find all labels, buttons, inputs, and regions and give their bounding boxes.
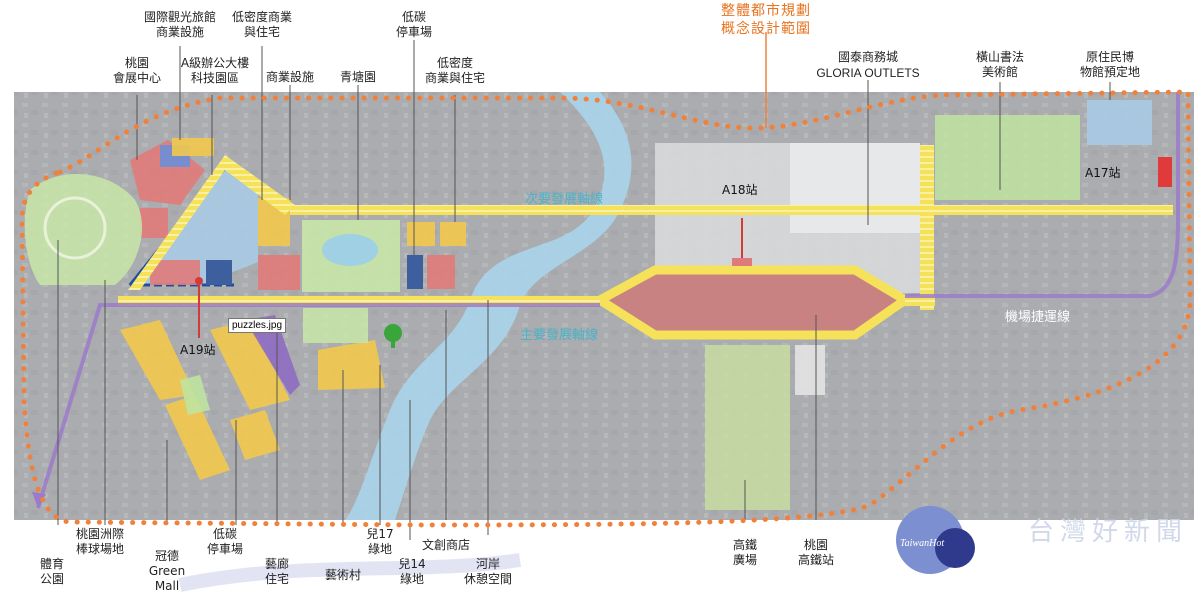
label-low-density-top: 低密度商業 與住宅 — [231, 10, 293, 39]
planning-title: 整體都市規劃 概念設計範圍 — [721, 3, 811, 37]
a19-zone — [150, 260, 200, 285]
label-a18: A18站 — [722, 183, 758, 197]
hsr-station-zone — [591, 265, 914, 340]
art-gallery-block-2 — [230, 410, 280, 460]
label-gloria-cn: 國泰商務城 — [837, 50, 899, 64]
label-primary-axis: 主要發展軸線 — [520, 328, 599, 343]
label-creative-shop: 文創商店 — [421, 538, 471, 552]
label-parking-bottom: 低碳 停車場 — [206, 527, 244, 556]
baseball-field — [43, 196, 107, 260]
parking-bottom-block — [245, 315, 300, 395]
pond — [322, 234, 378, 266]
label-hsr-plaza: 高鐵 廣場 — [732, 538, 758, 567]
hsr-plaza-annex — [795, 345, 825, 395]
label-riverside: 河岸 休憩空間 — [463, 557, 513, 586]
label-hsr-station: 桃園 高鐵站 — [797, 538, 835, 567]
mrt-line-east — [905, 92, 1180, 298]
label-gloria-en: GLORIA OUTLETS — [816, 66, 920, 80]
tree-trunk — [391, 338, 395, 348]
intl-hotel-commercial — [172, 138, 214, 156]
label-intl-hotel: 國際觀光旅館 商業設施 — [143, 10, 217, 39]
label-stadium-park: 體育 公園 — [39, 557, 65, 586]
vertical-axis — [920, 145, 934, 310]
decor-swoosh — [178, 553, 522, 592]
parking-top-block — [407, 255, 423, 289]
label-commercial-top: 商業設施 — [265, 70, 315, 84]
label-pond: 青塘園 — [339, 70, 377, 84]
logo-text: TaiwanHot — [900, 538, 945, 549]
commercial-red-block — [258, 255, 300, 290]
green17-area — [303, 308, 368, 343]
a18-station-marker — [732, 258, 752, 266]
label-a17: A17站 — [1085, 166, 1121, 180]
label-aboriginal: 原住民博 物館預定地 — [1079, 50, 1141, 79]
image-tooltip: puzzles.jpg — [228, 318, 287, 333]
label-parking-top: 低碳 停車場 — [395, 10, 433, 39]
label-secondary-axis: 次要發展軸線 — [525, 192, 604, 207]
label-art-village: 藝術村 — [324, 568, 362, 582]
a17-station-marker — [1158, 157, 1172, 187]
green-mall-block-2 — [165, 395, 230, 480]
mrt-arrow-icon — [32, 492, 46, 508]
calligraphy-museum-park — [935, 115, 1080, 200]
label-green-mall: 冠德 Green Mall — [148, 549, 186, 593]
green-mall-block-1 — [120, 320, 195, 400]
label-baseball: 桃園洲際 棒球場地 — [75, 527, 125, 556]
low-density-block-3 — [427, 255, 455, 289]
label-green17: 兒17 綠地 — [366, 527, 394, 556]
aboriginal-museum-site — [1087, 100, 1152, 145]
hsr-plaza — [705, 345, 790, 510]
diagonal-axis — [128, 155, 295, 290]
leader-lines — [57, 40, 1111, 540]
watermark: 台灣好新聞 — [1027, 517, 1188, 547]
label-mrt: 機場捷運線 — [1005, 310, 1071, 325]
secondary-axis — [290, 205, 1173, 215]
primary-axis — [118, 296, 600, 306]
stadium-park — [24, 173, 143, 285]
label-green14: 兒14 綠地 — [398, 557, 426, 586]
label-calligraphy: 橫山書法 美術館 — [975, 50, 1025, 79]
label-art-gallery: 藝廊 住宅 — [264, 557, 290, 586]
art-gallery-block-1 — [210, 320, 290, 410]
tree-icon — [384, 324, 402, 342]
low-density-block-1 — [407, 222, 435, 246]
label-office: A級辦公大樓 科技園區 — [180, 56, 250, 85]
low-density-block-2 — [440, 222, 466, 246]
green-mall-green — [180, 375, 210, 415]
label-exhibition: 桃園 會展中心 — [112, 56, 162, 85]
label-a19: A19站 — [180, 343, 216, 357]
art-village — [318, 340, 385, 390]
gloria-outlets-building — [790, 143, 920, 233]
exhibition-annex — [140, 208, 168, 238]
taiwanhot-logo-inner — [935, 528, 975, 568]
a19-parking — [206, 260, 232, 285]
mrt-line-west — [36, 303, 600, 509]
office-park — [140, 168, 258, 285]
label-low-density-mid: 低密度 商業與住宅 — [424, 56, 486, 85]
